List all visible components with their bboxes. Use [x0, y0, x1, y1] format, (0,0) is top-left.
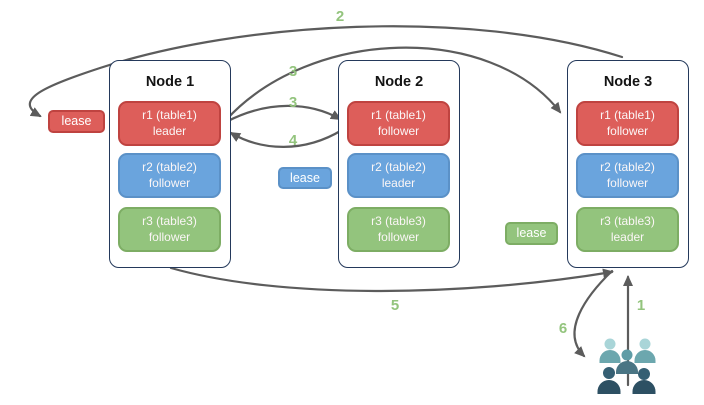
node-1-title: Node 1	[145, 74, 195, 90]
node-2-replica-r2: r2 (table2) leader	[347, 153, 450, 198]
node-1-replica-r1: r1 (table1) leader	[118, 101, 221, 146]
node-3-replica-r3: r3 (table3) leader	[576, 207, 679, 252]
replica-name: r3 (table3)	[600, 214, 655, 228]
step-label-2: 2	[335, 8, 345, 25]
replica-name: r2 (table2)	[142, 160, 197, 174]
step-label-3b: 3	[288, 94, 298, 111]
replica-role: follower	[377, 229, 420, 244]
replica-role: leader	[152, 123, 187, 138]
node-2-title: Node 2	[374, 74, 424, 90]
replica-name: r1 (table1)	[142, 108, 197, 122]
step-label-4: 4	[288, 132, 298, 149]
person-front-left-icon	[597, 367, 621, 394]
person-back-right-icon	[634, 338, 656, 363]
arrow-step-6-node3-to-users	[573, 269, 614, 358]
replica-name: r3 (table3)	[142, 214, 197, 228]
person-front-right-icon	[632, 368, 656, 394]
node-2: Node 2 r1 (table1) follower r2 (table2) …	[338, 60, 460, 268]
replica-role: leader	[381, 175, 416, 190]
node-3: Node 3 r1 (table1) follower r2 (table2) …	[567, 60, 689, 268]
users-icon	[597, 338, 656, 394]
arrow-step-3-node1-to-node3	[224, 46, 562, 122]
replica-name: r2 (table2)	[371, 160, 426, 174]
step-label-1: 1	[636, 297, 646, 314]
arrow-step-5-node1-to-node3	[169, 266, 614, 293]
replica-role: follower	[377, 123, 420, 138]
lease-badge-r1: lease	[48, 110, 105, 133]
replica-role: follower	[148, 229, 191, 244]
replica-name: r1 (table1)	[371, 108, 426, 122]
replica-name: r1 (table1)	[600, 108, 655, 122]
replica-role: follower	[606, 123, 649, 138]
replica-role: leader	[610, 229, 645, 244]
person-back-left-icon	[599, 338, 621, 363]
replica-role: follower	[148, 175, 191, 190]
lease-badge-r2: lease	[278, 167, 332, 189]
step-label-5: 5	[390, 297, 400, 314]
node-1: Node 1 r1 (table1) leader r2 (table2) fo…	[109, 60, 231, 268]
node-1-replica-r2: r2 (table2) follower	[118, 153, 221, 198]
step-label-3a: 3	[288, 63, 298, 80]
node-3-replica-r1: r1 (table1) follower	[576, 101, 679, 146]
lease-badge-r3: lease	[505, 222, 558, 245]
person-center-icon	[616, 349, 638, 374]
node-3-replica-r2: r2 (table2) follower	[576, 153, 679, 198]
node-2-replica-r3: r3 (table3) follower	[347, 207, 450, 252]
node-2-replica-r1: r1 (table1) follower	[347, 101, 450, 146]
node-3-title: Node 3	[603, 74, 653, 90]
replica-name: r3 (table3)	[371, 214, 426, 228]
arrow-step-3-node1-to-node2	[224, 104, 342, 124]
step-label-6: 6	[558, 320, 568, 337]
arrow-step-2-node3-to-lease1	[28, 25, 624, 118]
replica-name: r2 (table2)	[600, 160, 655, 174]
node-1-replica-r3: r3 (table3) follower	[118, 207, 221, 252]
replica-role: follower	[606, 175, 649, 190]
arrow-step-4-node2-to-node1	[229, 128, 344, 148]
